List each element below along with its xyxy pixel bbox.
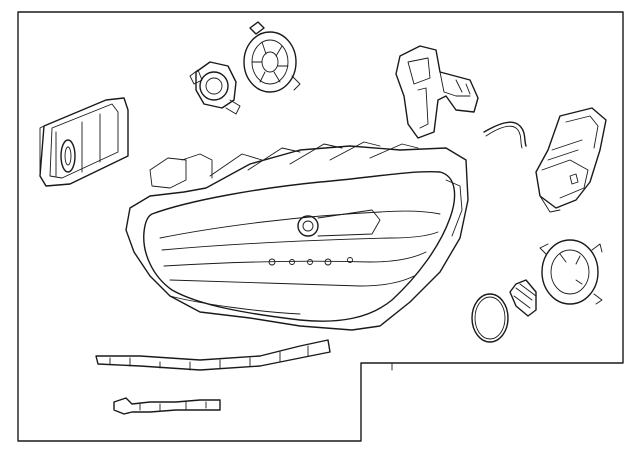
wire-tube xyxy=(483,121,527,147)
inner-gasket xyxy=(471,293,509,343)
diagram-frame xyxy=(17,11,624,442)
cooling-fan xyxy=(243,21,301,93)
ballast-control-module xyxy=(39,97,129,187)
small-bracket xyxy=(113,397,221,415)
lower-trim-strip xyxy=(95,339,331,371)
headlamp-assembly xyxy=(125,141,469,331)
bulb-socket xyxy=(189,61,241,115)
led-driver-module xyxy=(535,107,607,213)
headlamp-bracket xyxy=(395,45,479,139)
lens-gasket xyxy=(509,279,537,317)
dust-cover xyxy=(539,239,603,305)
